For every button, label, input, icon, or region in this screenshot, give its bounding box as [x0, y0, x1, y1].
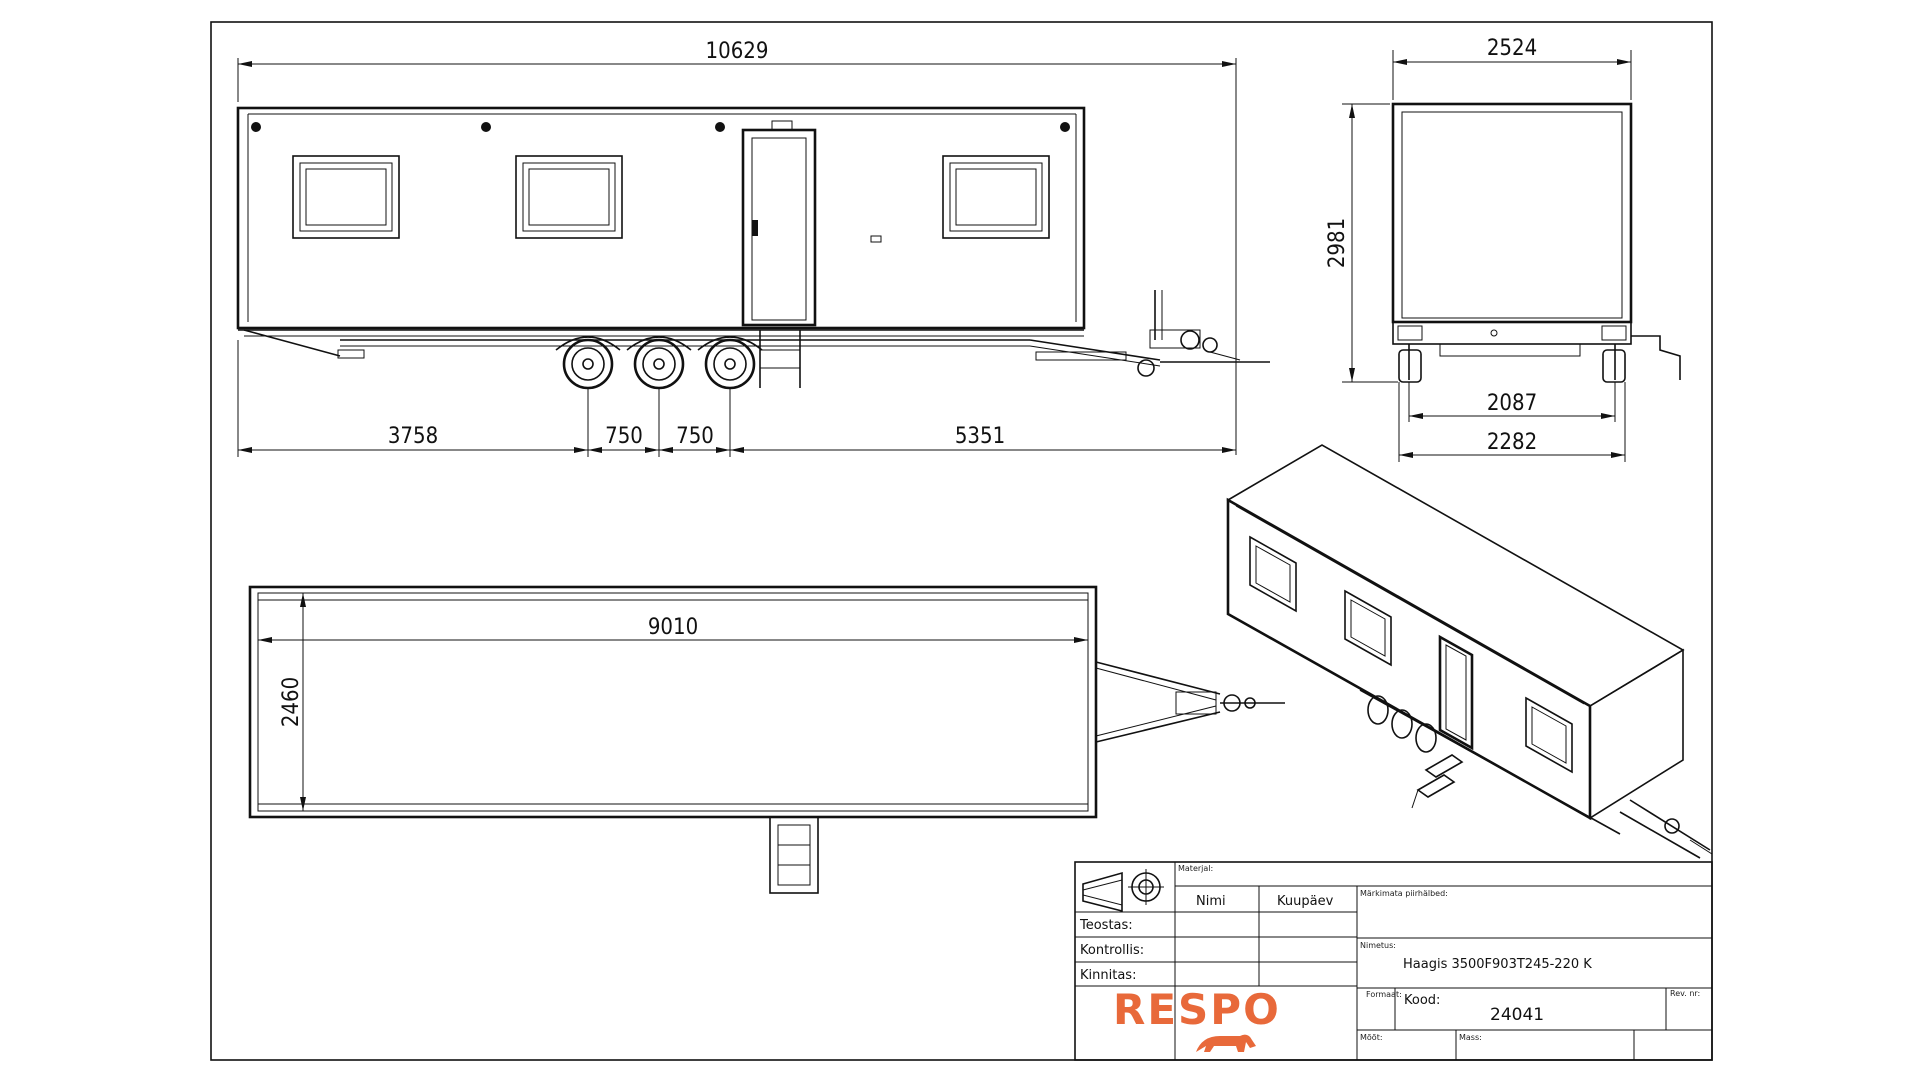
- side-window-1: [292, 155, 400, 239]
- logo-text: RESPO: [1113, 985, 1281, 1034]
- title-block: Materjal: Nimi Kuupäev Märkimata piirhäl…: [1074, 861, 1713, 1061]
- dim-top-inner-width: 2460: [279, 677, 304, 727]
- code-value: 24041: [1490, 1005, 1544, 1025]
- side-door: [741, 120, 817, 327]
- bull-icon: [1196, 1034, 1256, 1052]
- isometric-view: [1226, 444, 1713, 859]
- row-designer-label: Teostas:: [1079, 918, 1133, 933]
- name-header: Nimi: [1196, 894, 1226, 909]
- iso-window-1: [1249, 535, 1297, 613]
- side-wheel-2: [633, 338, 685, 390]
- dim-end-track-outer: 2282: [1487, 430, 1537, 455]
- side-wheel-3: [704, 338, 756, 390]
- row-approver-label: Kinnitas:: [1080, 968, 1136, 983]
- end-view: [1391, 102, 1681, 383]
- dim-side-front-overhang: 3758: [388, 424, 438, 449]
- row-checker-label: Kontrollis:: [1080, 943, 1144, 958]
- iso-window-3: [1525, 696, 1573, 774]
- code-label: Kood:: [1404, 993, 1440, 1008]
- format-label: Formaat:: [1366, 990, 1402, 999]
- side-window-3: [942, 155, 1050, 239]
- sheet-border: [210, 21, 1713, 1061]
- title-label: Nimetus:: [1360, 941, 1396, 950]
- top-view: [248, 585, 1285, 894]
- scale-label: Mõõt:: [1360, 1033, 1383, 1042]
- top-dimensions: 9010 2460: [258, 593, 1088, 811]
- top-drawbar: [1095, 661, 1285, 743]
- side-wheel-1: [562, 338, 614, 390]
- dim-side-rear-length: 5351: [955, 424, 1005, 449]
- rev-label: Rev. nr:: [1670, 989, 1700, 998]
- dim-side-axle-spacing-1: 750: [605, 424, 643, 449]
- dim-top-inner-length: 9010: [648, 615, 698, 640]
- respo-logo: RESPO: [1113, 985, 1281, 1052]
- dim-end-track-inner: 2087: [1487, 391, 1537, 416]
- projection-symbol-icon: [1082, 869, 1164, 913]
- side-window-2: [515, 155, 623, 239]
- dim-side-total-length: 10629: [706, 39, 769, 64]
- side-step: [759, 330, 801, 388]
- marking-label: Märkimata piirhälbed:: [1360, 889, 1448, 898]
- dim-side-axle-spacing-2: 750: [676, 424, 714, 449]
- iso-window-2: [1344, 589, 1392, 667]
- material-label: Materjal:: [1178, 864, 1213, 873]
- top-step: [769, 816, 819, 894]
- dim-end-width: 2524: [1487, 36, 1537, 61]
- iso-door: [1438, 634, 1474, 751]
- dim-end-height: 2981: [1325, 218, 1350, 268]
- side-drawbar: [1029, 290, 1270, 377]
- mass-label: Mass:: [1459, 1033, 1482, 1042]
- date-header: Kuupäev: [1277, 894, 1334, 909]
- title-value: Haagis 3500F903T245-220 K: [1403, 957, 1592, 972]
- side-dimensions: 10629 3758 750 750 5351: [237, 39, 1237, 457]
- side-view: [236, 106, 1270, 390]
- end-dimensions: 2524 2981 2087 2282: [1325, 36, 1632, 462]
